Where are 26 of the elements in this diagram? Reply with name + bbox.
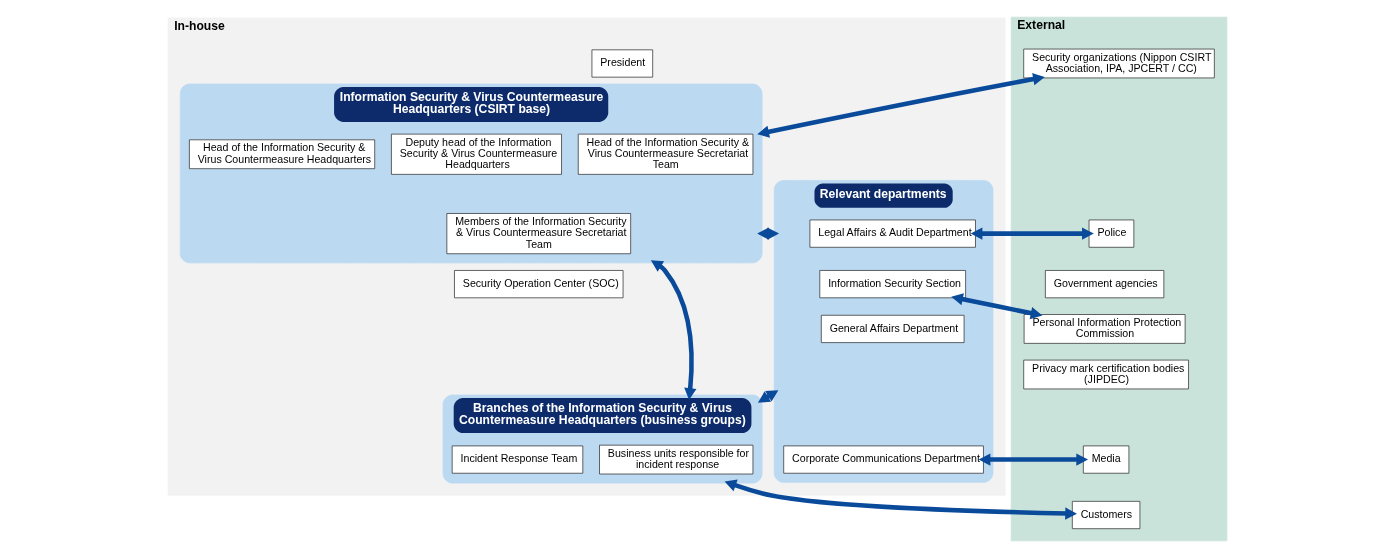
arrow — [970, 227, 1094, 240]
node-box: Incident Response Team — [451, 445, 583, 474]
arrow — [756, 73, 1045, 138]
node-box: Head of the Information Security & Virus Countermeasure Secretariat Team — [577, 133, 753, 175]
arrow — [950, 293, 1042, 320]
node-box: Police — [1088, 219, 1134, 248]
node-box: Deputy head of the Information Security & Virus Countermeasure Headquarters — [390, 133, 562, 175]
node-box: Head of the Information Security & Virus Countermeasure Headquarters — [188, 139, 375, 170]
node-box: Legal Affairs & Audit Department — [809, 219, 976, 248]
node-box: Members of the Information Security & Virus Countermeasure Secretariat Team — [446, 213, 631, 255]
node-box: Media — [1082, 445, 1129, 474]
arrow — [724, 479, 1077, 520]
arrow — [978, 453, 1088, 466]
node-box: Security organizations (Nippon CSIRT Association, IPA, JPCERT / CC) — [1022, 48, 1215, 79]
node-box: Security Operation Center (SOC) — [453, 270, 623, 299]
node-box: Corporate Communications Department — [782, 445, 984, 474]
node-box: Information Security Section — [818, 270, 966, 299]
node-box: Customers — [1071, 500, 1140, 530]
node-box: President — [591, 49, 653, 78]
arrow — [756, 227, 779, 240]
node-box: Government agencies — [1044, 270, 1164, 299]
node-box: Business units responsible for incident response — [598, 444, 753, 475]
node-box: Personal Information Protection Commission — [1023, 314, 1185, 344]
node-box: General Affairs Department — [820, 314, 964, 343]
node-box: Privacy mark certification bodies (JIPDEC) — [1022, 359, 1189, 390]
arrow — [650, 260, 696, 400]
